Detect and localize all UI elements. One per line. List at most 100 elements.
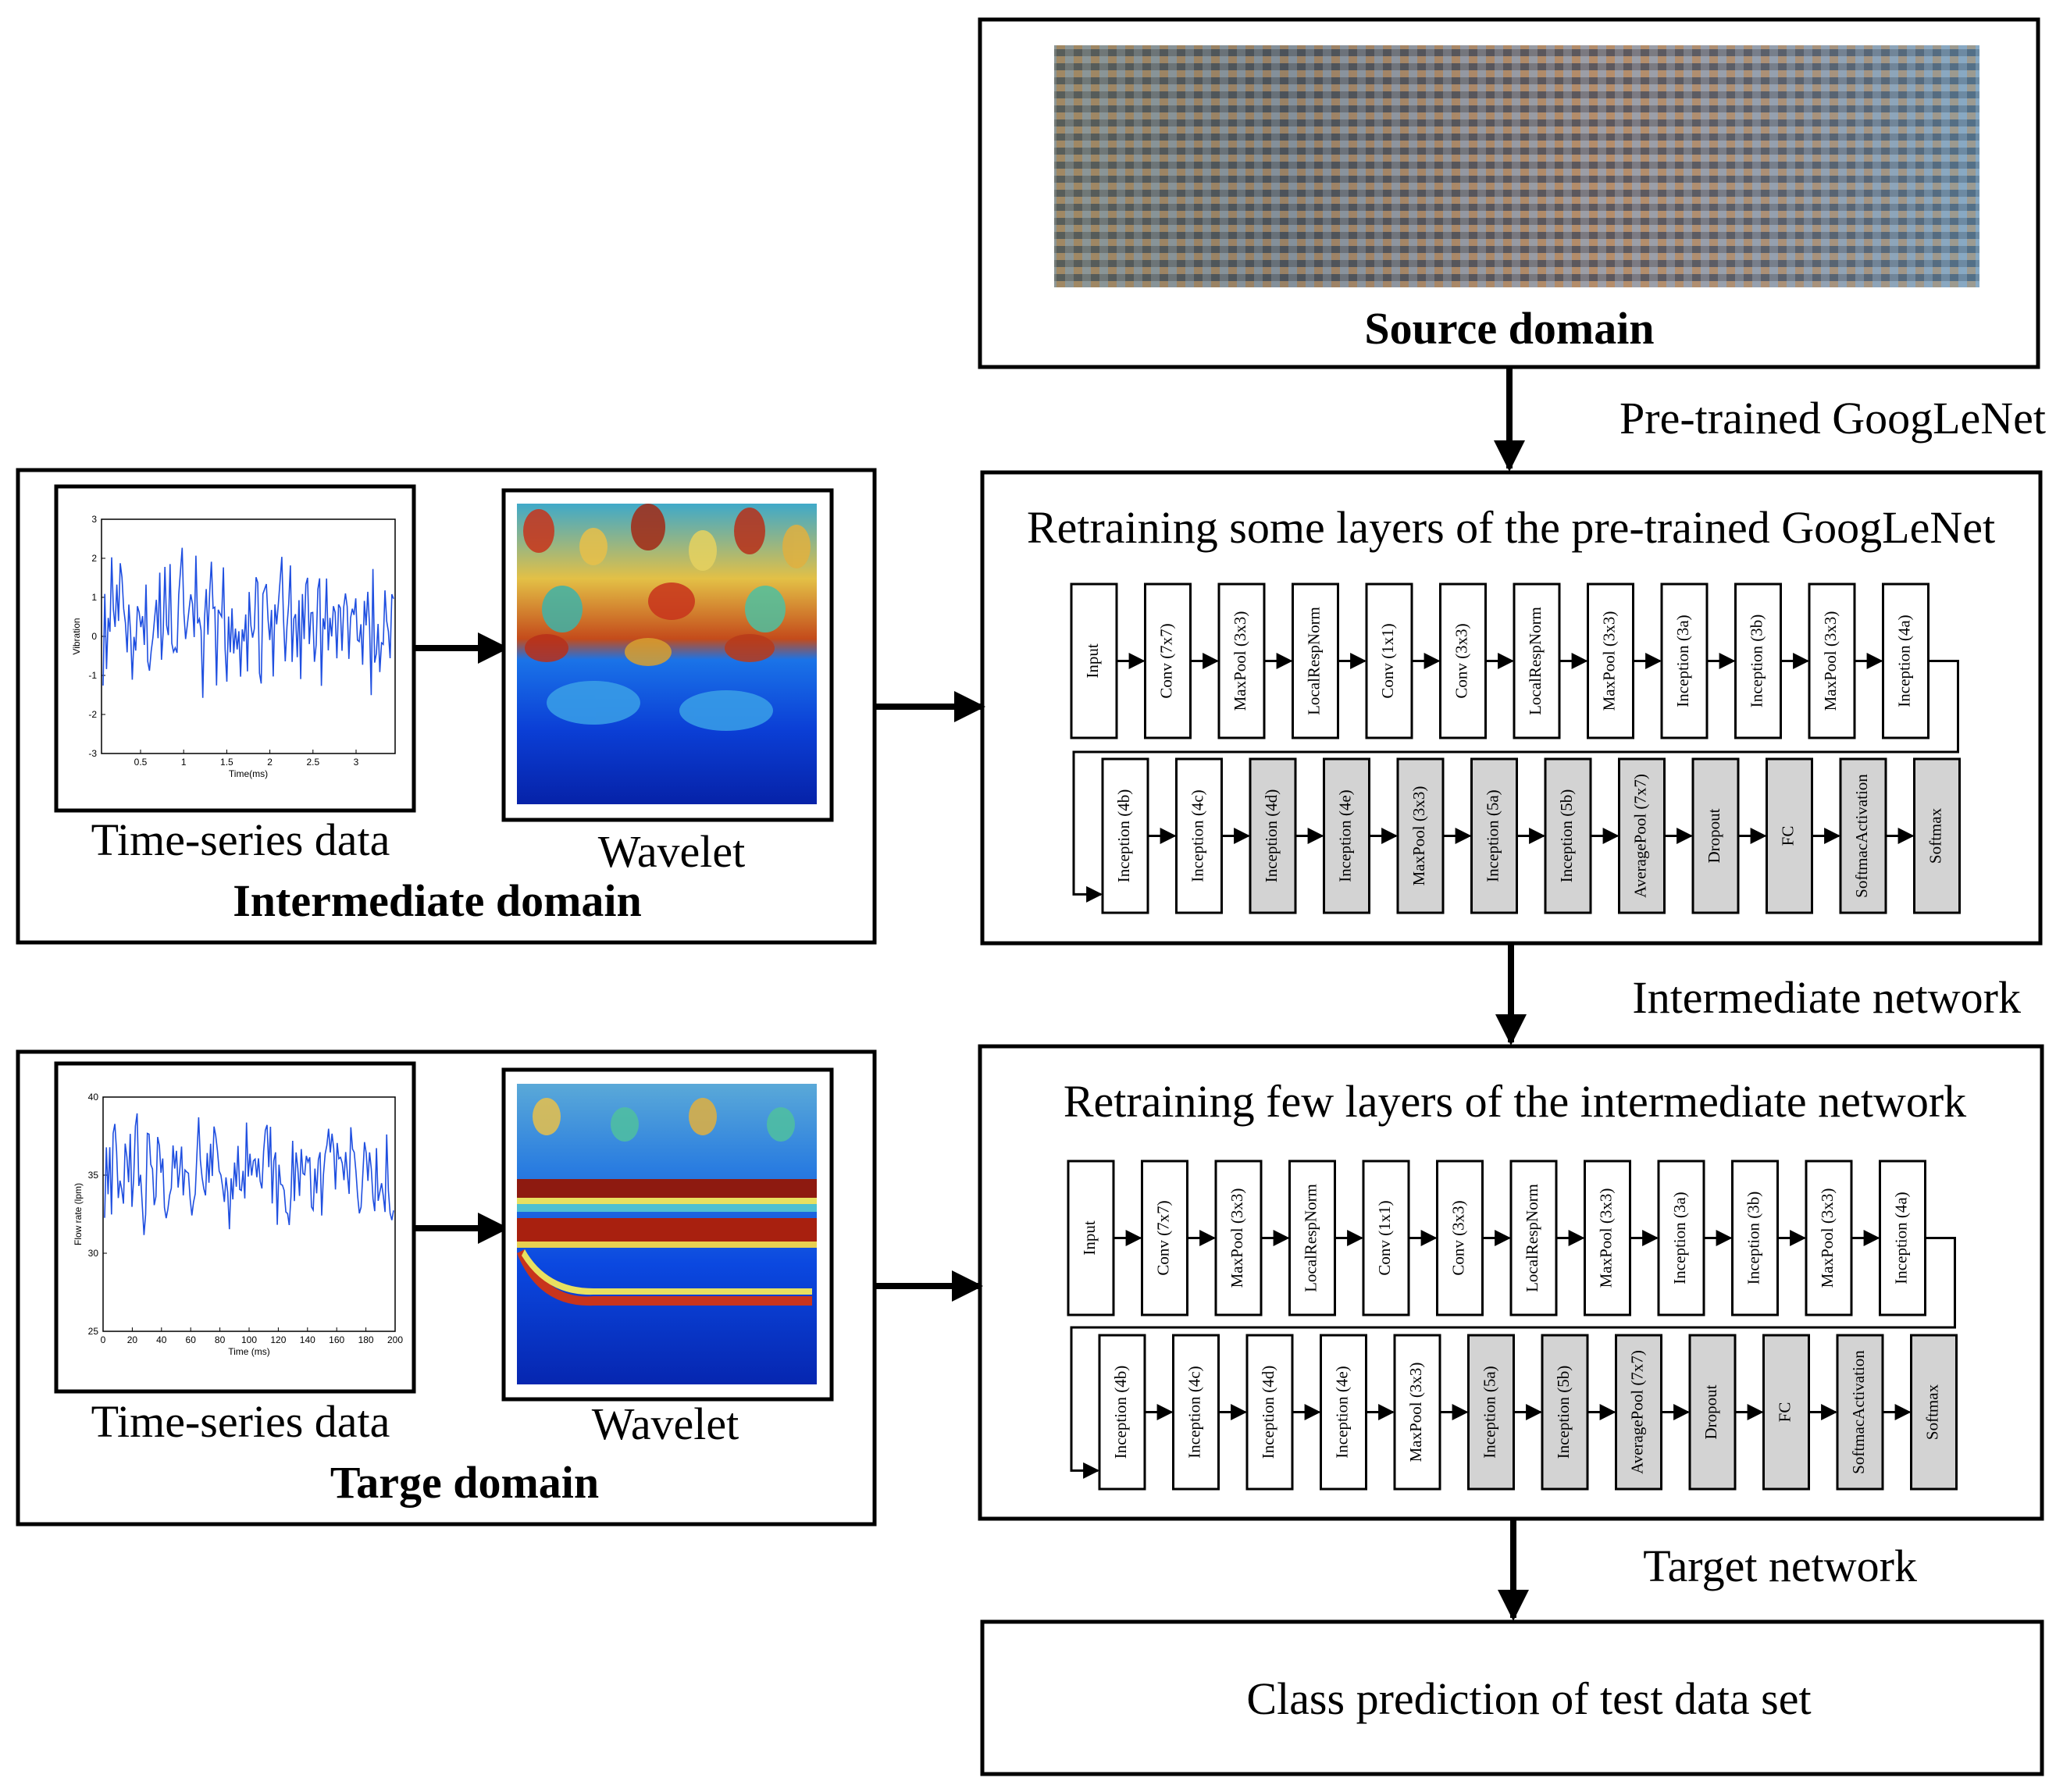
layer-inception-4d-r2: Inception (4d) <box>1249 757 1297 914</box>
layer-softmacactivation-r2: SoftmacActivation <box>1836 1334 1884 1491</box>
svg-text:Inception (4b): Inception (4b) <box>1111 1366 1130 1459</box>
layer-inception-4e-r2: Inception (4e) <box>1323 757 1370 914</box>
y-tick-label: 3 <box>91 514 97 525</box>
layer-inception-5a-r2: Inception (5a) <box>1467 1334 1515 1491</box>
layer-softmax-r2: Softmax <box>1910 1334 1958 1491</box>
layer-maxpool-3x3-r2: MaxPool (3x3) <box>1393 1334 1441 1491</box>
x-tick-label: 20 <box>127 1334 138 1345</box>
svg-text:Conv (3x3): Conv (3x3) <box>1448 1200 1467 1275</box>
layer-maxpool-3x3-r1: MaxPool (3x3) <box>1587 582 1634 739</box>
layer-localrespnorm-r1: LocalRespNorm <box>1288 1160 1336 1316</box>
svg-text:Inception (5a): Inception (5a) <box>1483 789 1502 882</box>
svg-text:Inception (3a): Inception (3a) <box>1670 1192 1689 1284</box>
layer-inception-4a-r1: Inception (4a) <box>1879 1160 1926 1316</box>
svg-text:Inception (4d): Inception (4d) <box>1262 789 1281 883</box>
layer-dropout-r2: Dropout <box>1691 757 1740 914</box>
y-tick-label: -1 <box>88 670 97 681</box>
svg-text:Softmax: Softmax <box>1922 1384 1941 1440</box>
layer-localrespnorm-r1: LocalRespNorm <box>1513 582 1561 739</box>
layer-averagepool-7x7-r2: AveragePool (7x7) <box>1618 757 1666 914</box>
layer-inception-5a-r2: Inception (5a) <box>1470 757 1518 914</box>
y-tick-label: 35 <box>88 1170 99 1181</box>
layer-maxpool-3x3-r1: MaxPool (3x3) <box>1808 582 1856 739</box>
svg-text:Conv (1x1): Conv (1x1) <box>1375 1200 1394 1275</box>
x-tick-label: 2.5 <box>306 757 319 768</box>
source-image-mosaic <box>1054 45 1979 287</box>
network-diagram-2: Input Conv (7x7) MaxPool (3x3) LocalRespNor… <box>1067 1160 1958 1491</box>
layer-maxpool-3x3-r1: MaxPool (3x3) <box>1584 1160 1631 1316</box>
layer-input-r1: Input <box>1070 582 1118 739</box>
svg-text:Inception (5a): Inception (5a) <box>1480 1366 1498 1458</box>
layer-inception-4b-r2: Inception (4b) <box>1098 1334 1146 1491</box>
svg-text:MaxPool (3x3): MaxPool (3x3) <box>1406 1363 1425 1462</box>
layer-localrespnorm-r1: LocalRespNorm <box>1509 1160 1558 1316</box>
layer-maxpool-3x3-r2: MaxPool (3x3) <box>1396 757 1445 914</box>
layer-conv-7x7-r1: Conv (7x7) <box>1141 1160 1188 1316</box>
svg-text:LocalRespNorm: LocalRespNorm <box>1526 607 1545 715</box>
y-axis-label: Flow rate (lpm) <box>73 1183 84 1245</box>
y-tick-label: -2 <box>88 709 97 720</box>
layer-inception-5b-r2: Inception (5b) <box>1541 1334 1589 1491</box>
target-wavelet-caption: Wavelet <box>592 1398 739 1449</box>
retrain-box-2-title: Retraining few layers of the intermediat… <box>1064 1076 1966 1127</box>
svg-text:Inception (4e): Inception (4e) <box>1332 1366 1351 1458</box>
layer-averagepool-7x7-r2: AveragePool (7x7) <box>1615 1334 1662 1491</box>
y-tick-label: 0 <box>91 631 97 642</box>
row-wrap-connector <box>1072 660 1959 903</box>
svg-text:LocalRespNorm: LocalRespNorm <box>1304 607 1323 715</box>
target-timeseries-caption: Time-series data <box>91 1396 390 1447</box>
layer-conv-3x3-r1: Conv (3x3) <box>1436 1160 1484 1316</box>
layer-inception-4c-r2: Inception (4c) <box>1172 1334 1220 1491</box>
svg-text:Inception (4c): Inception (4c) <box>1185 1366 1203 1458</box>
svg-text:MaxPool (3x3): MaxPool (3x3) <box>1596 1188 1615 1288</box>
layer-conv-1x1-r1: Conv (1x1) <box>1365 582 1413 739</box>
svg-text:FC: FC <box>1778 826 1797 846</box>
svg-text:Softmax: Softmax <box>1926 807 1944 864</box>
svg-text:Inception (4c): Inception (4c) <box>1188 789 1206 882</box>
x-tick-label: 80 <box>215 1334 226 1345</box>
layer-maxpool-3x3-r1: MaxPool (3x3) <box>1217 582 1266 739</box>
layer-softmax-r2: Softmax <box>1913 757 1961 914</box>
svg-text:SoftmacActivation: SoftmacActivation <box>1852 774 1871 898</box>
svg-text:LocalRespNorm: LocalRespNorm <box>1523 1184 1541 1292</box>
svg-text:Inception (3a): Inception (3a) <box>1673 615 1692 707</box>
y-tick-label: -3 <box>88 748 97 759</box>
layer-input-r1: Input <box>1067 1160 1115 1316</box>
signal-line <box>102 547 394 698</box>
svg-text:MaxPool (3x3): MaxPool (3x3) <box>1231 611 1249 711</box>
intermediate-domain-label: Intermediate domain <box>233 875 642 926</box>
x-axis-label: Time (ms) <box>228 1346 270 1357</box>
layer-inception-3a-r1: Inception (3a) <box>1657 1160 1705 1316</box>
output-label: Class prediction of test data set <box>1246 1673 1811 1724</box>
layer-inception-4e-r2: Inception (4e) <box>1320 1334 1367 1491</box>
intermediate-wavelet-image <box>517 504 817 804</box>
svg-text:LocalRespNorm: LocalRespNorm <box>1301 1184 1320 1292</box>
svg-text:AveragePool (7x7): AveragePool (7x7) <box>1627 1350 1646 1474</box>
layer-inception-4c-r2: Inception (4c) <box>1175 757 1223 914</box>
output-box <box>980 1619 2044 1776</box>
layer-inception-3b-r1: Inception (3b) <box>1734 582 1782 739</box>
x-tick-label: 160 <box>329 1334 344 1345</box>
x-tick-label: 120 <box>270 1334 286 1345</box>
layer-inception-5b-r2: Inception (5b) <box>1544 757 1592 914</box>
svg-text:MaxPool (3x3): MaxPool (3x3) <box>1599 611 1618 711</box>
svg-text:Inception (4a): Inception (4a) <box>1891 1192 1910 1284</box>
x-tick-label: 3 <box>354 757 359 768</box>
y-tick-label: 30 <box>88 1248 99 1259</box>
svg-text:Conv (1x1): Conv (1x1) <box>1378 623 1397 698</box>
svg-text:Inception (4a): Inception (4a) <box>1894 615 1913 707</box>
y-tick-label: 25 <box>88 1326 99 1337</box>
layer-conv-3x3-r1: Conv (3x3) <box>1439 582 1487 739</box>
intermediate-network-label: Intermediate network <box>1632 972 2021 1023</box>
y-tick-label: 2 <box>91 553 97 564</box>
layer-localrespnorm-r1: LocalRespNorm <box>1292 582 1339 739</box>
x-tick-label: 40 <box>156 1334 167 1345</box>
svg-text:MaxPool (3x3): MaxPool (3x3) <box>1409 786 1428 886</box>
svg-text:SoftmacActivation: SoftmacActivation <box>1849 1350 1868 1474</box>
x-tick-label: 200 <box>387 1334 403 1345</box>
target-network-label: Target network <box>1643 1541 1917 1591</box>
svg-text:Inception (5b): Inception (5b) <box>1554 1366 1573 1459</box>
layer-softmacactivation-r2: SoftmacActivation <box>1839 757 1887 914</box>
layer-fc-r2: FC <box>1766 757 1813 914</box>
